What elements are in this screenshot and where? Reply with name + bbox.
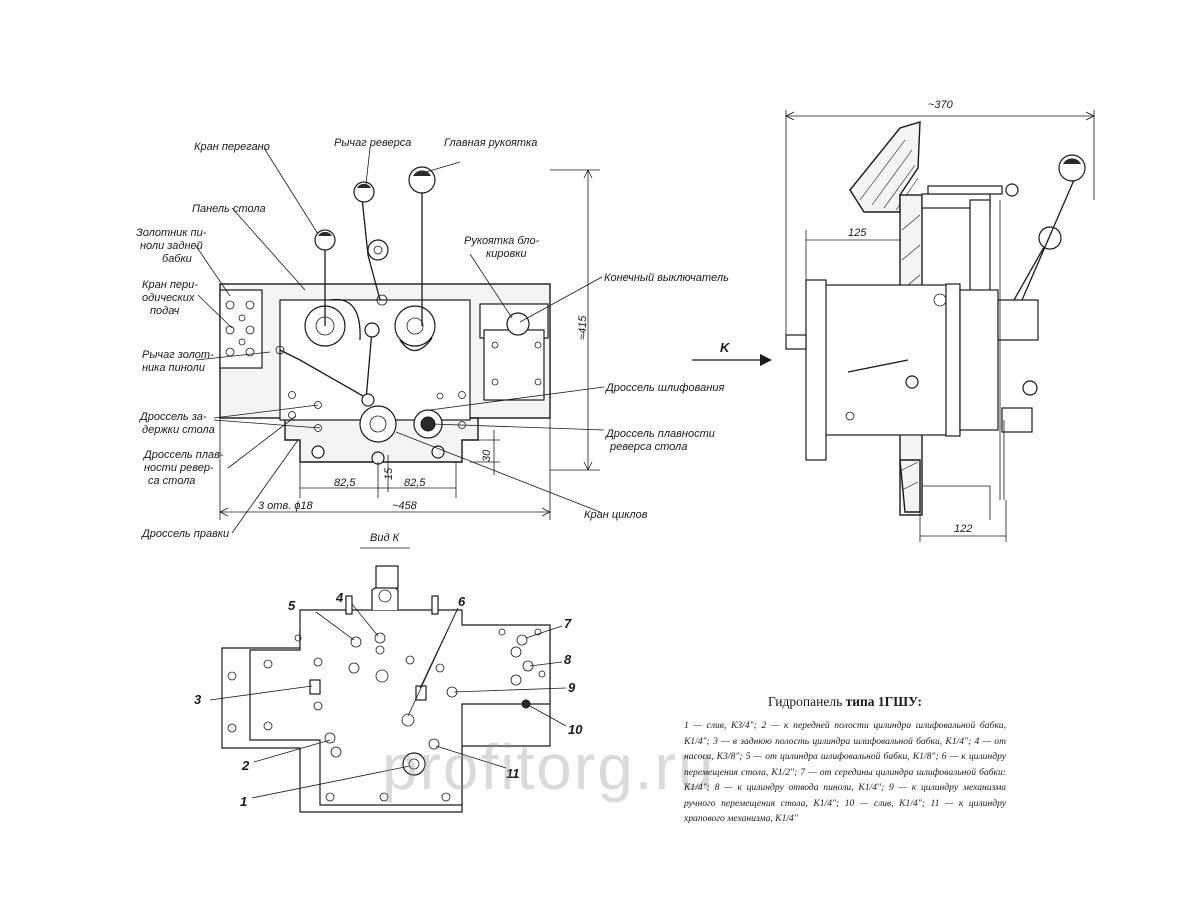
top-lug (371, 584, 399, 610)
arrow-label-k: K (720, 340, 731, 355)
caption-title: Гидропанель типа 1ГШУ: (684, 694, 1006, 710)
caption-block: Гидропанель типа 1ГШУ: 1 — слив, K3/4"; … (684, 694, 1006, 827)
label-rychag-reversa: Рычаг реверса (334, 137, 411, 149)
view-k: Вид К (194, 532, 583, 813)
label-drossel-plav-3: са стола (148, 475, 195, 487)
dim-holes: 3 отв. ϕ18 (258, 500, 314, 512)
side-handle (1013, 239, 1049, 301)
right-block (483, 329, 545, 401)
label-kran-per-1: Кран пери- (142, 279, 198, 291)
callout-9: 9 (568, 680, 576, 695)
label-rukoyatka-2: кировки (486, 248, 527, 260)
cycle-valve (359, 405, 397, 443)
callout-5: 5 (288, 598, 296, 613)
label-drossel-zad-2: держки стола (142, 424, 215, 436)
callout-1: 1 (240, 794, 247, 809)
label-zolotnik-1: Золотник пи- (136, 227, 207, 239)
caption-title-prefix: Гидропанель (768, 694, 843, 709)
callout-7: 7 (564, 616, 572, 631)
drain-port-10 (521, 699, 531, 709)
blocking-handle (506, 312, 530, 336)
callout-2: 2 (241, 758, 250, 773)
dim-15: 15 (383, 467, 395, 480)
callout-3: 3 (194, 692, 202, 707)
pinole-lever (279, 349, 371, 401)
knob-ball (1038, 226, 1062, 250)
dim-82-5-left: 82,5 (334, 477, 356, 489)
label-drossel-plav-2: ности ревер- (144, 462, 214, 474)
view-k-front-plate (249, 609, 551, 806)
label-drossel-zad-1: Дроссель за- (138, 411, 207, 423)
label-panel-stola: Панель стола (192, 203, 266, 215)
label-drossel-plav2-2: реверса стола (609, 441, 687, 453)
reverse-lever (361, 197, 381, 301)
label-rukoyatka-1: Рукоятка бло- (464, 235, 540, 247)
mounting-hole (311, 445, 325, 459)
watermark: profitorg.ru (382, 731, 716, 803)
drain-port-1 (402, 752, 426, 776)
callout-4: 4 (335, 590, 344, 605)
dim-30: 30 (481, 449, 493, 462)
side-handle-long (1021, 179, 1075, 301)
label-kran-per-3: подач (150, 305, 180, 317)
label-kran-peregona: Кран перегано (194, 141, 270, 153)
label-kran-ciklov: Кран циклов (584, 509, 648, 521)
label-zolotnik-2: ноли задней (140, 240, 203, 252)
label-kran-per-2: одических (142, 292, 195, 304)
callout-11: 11 (506, 766, 520, 781)
main-handle-valve (394, 305, 436, 347)
label-rychag-zol-2: ника пиноли (142, 362, 205, 374)
label-drossel-shlif: Дроссель шлифования (604, 382, 724, 394)
label-drossel-plav-1: Дроссель плав- (142, 449, 224, 461)
valve-housing (823, 284, 950, 436)
mounting-hole (431, 445, 445, 459)
caption-text: 1 — слив, K3/4"; 2 — к передней полости … (684, 720, 1006, 824)
callout-10: 10 (568, 722, 583, 737)
view-direction-arrow: K (692, 340, 772, 366)
label-rychag-zol-1: Рычаг золот- (142, 349, 214, 361)
dim-415: ≈415 (577, 315, 589, 340)
top-rod (927, 185, 1003, 195)
view-k-title: Вид К (370, 532, 400, 544)
panel-block (959, 289, 999, 431)
caption-title-bold: типа 1ГШУ: (845, 694, 922, 709)
label-drossel-plav2-1: Дроссель плавности (604, 428, 715, 440)
callout-8: 8 (564, 652, 572, 667)
dim-370: ~370 (928, 99, 954, 111)
dim-125: 125 (848, 227, 867, 239)
callout-6: 6 (458, 594, 466, 609)
dim-122: 122 (954, 523, 972, 535)
label-glavnaya-rukoyatka: Главная рукоятка (444, 137, 537, 149)
label-zolotnik-3: бабки (162, 253, 192, 265)
label-konechny: Конечный выключатель (604, 272, 729, 284)
side-view: ~370 125 122 (785, 99, 1095, 542)
housing-flange (805, 279, 827, 461)
front-view: Кран перегано Рычаг реверса Главная руко… (136, 137, 729, 540)
dim-458: ~458 (392, 500, 418, 512)
label-drossel-pravki: Дроссель правки (140, 528, 229, 540)
dim-82-5-right: 82,5 (404, 477, 426, 489)
